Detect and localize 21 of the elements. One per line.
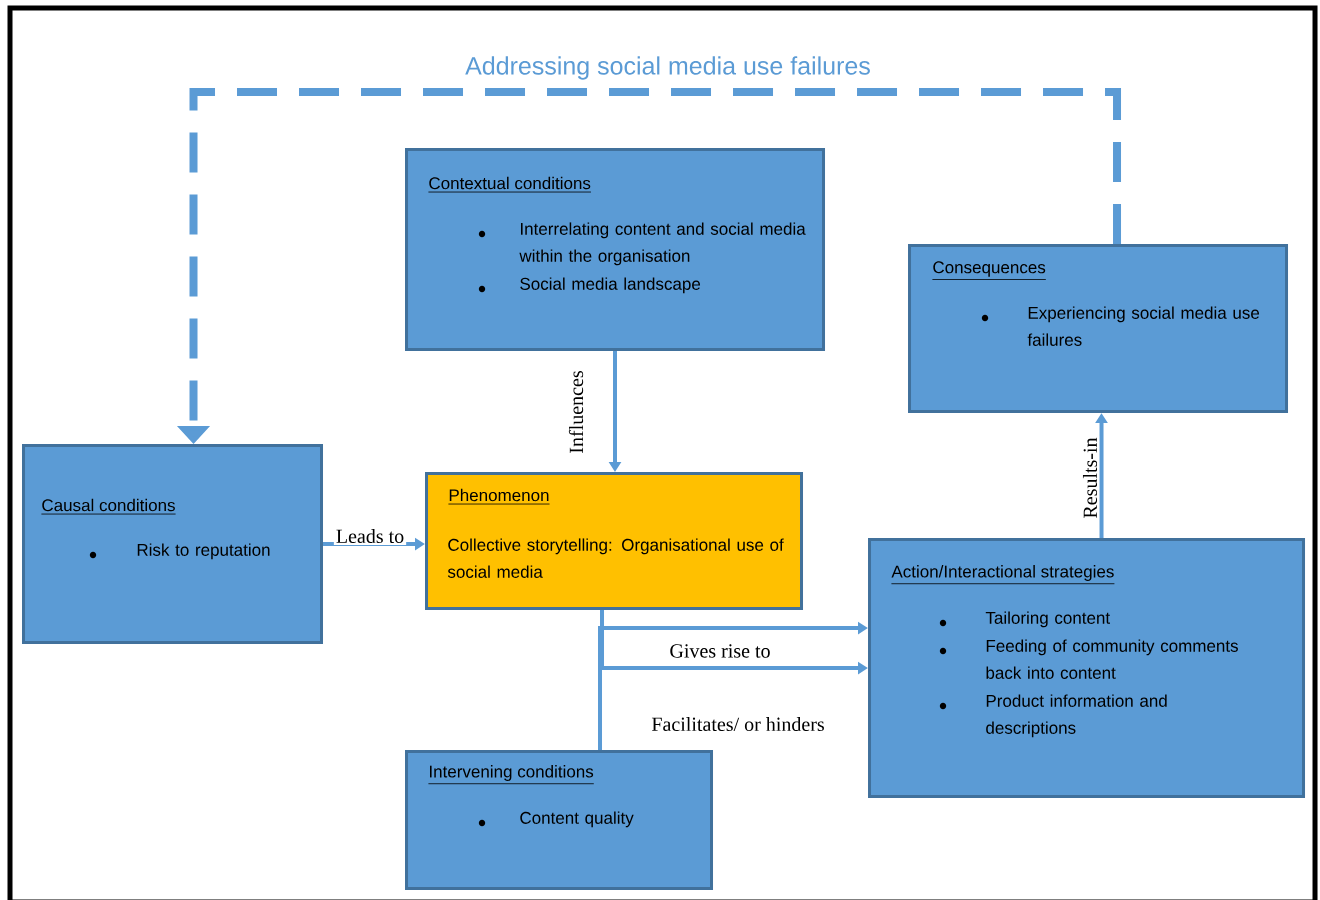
bullet-item: Social media landscape xyxy=(478,277,701,294)
edge-label: Addressing social media use failures xyxy=(463,54,873,82)
bullet-item: Content quality xyxy=(478,811,634,828)
box-heading: Causal conditions xyxy=(41,498,176,515)
bullet-item: Feeding of community comments back into content xyxy=(939,639,1238,679)
edge-label: Influences xyxy=(566,368,586,456)
edge-label: Leads to xyxy=(333,527,407,546)
box-heading: Consequences xyxy=(932,261,1047,280)
bullet-item: Risk to reputation xyxy=(89,543,270,560)
box-heading: Action/Interactional strategies xyxy=(891,565,1115,585)
box-text: Collective storytelling: Organisational use of social media xyxy=(447,538,784,578)
bullet-item: Experiencing social media use failures xyxy=(981,306,1260,346)
bullet-item: Tailoring content xyxy=(939,611,1110,628)
edge-label: Results-in xyxy=(1081,435,1100,521)
box-heading: Intervening conditions xyxy=(428,765,595,785)
bullet-item: Product information and descriptions xyxy=(939,694,1167,738)
box-heading: Contextual conditions xyxy=(428,176,592,193)
box-heading: Phenomenon xyxy=(448,488,550,505)
edge-label: Gives rise to xyxy=(667,642,773,660)
bullet-item: Interrelating content and social media within the organisation xyxy=(478,222,806,266)
edge-label: Facilitates/ or hinders xyxy=(649,714,827,734)
